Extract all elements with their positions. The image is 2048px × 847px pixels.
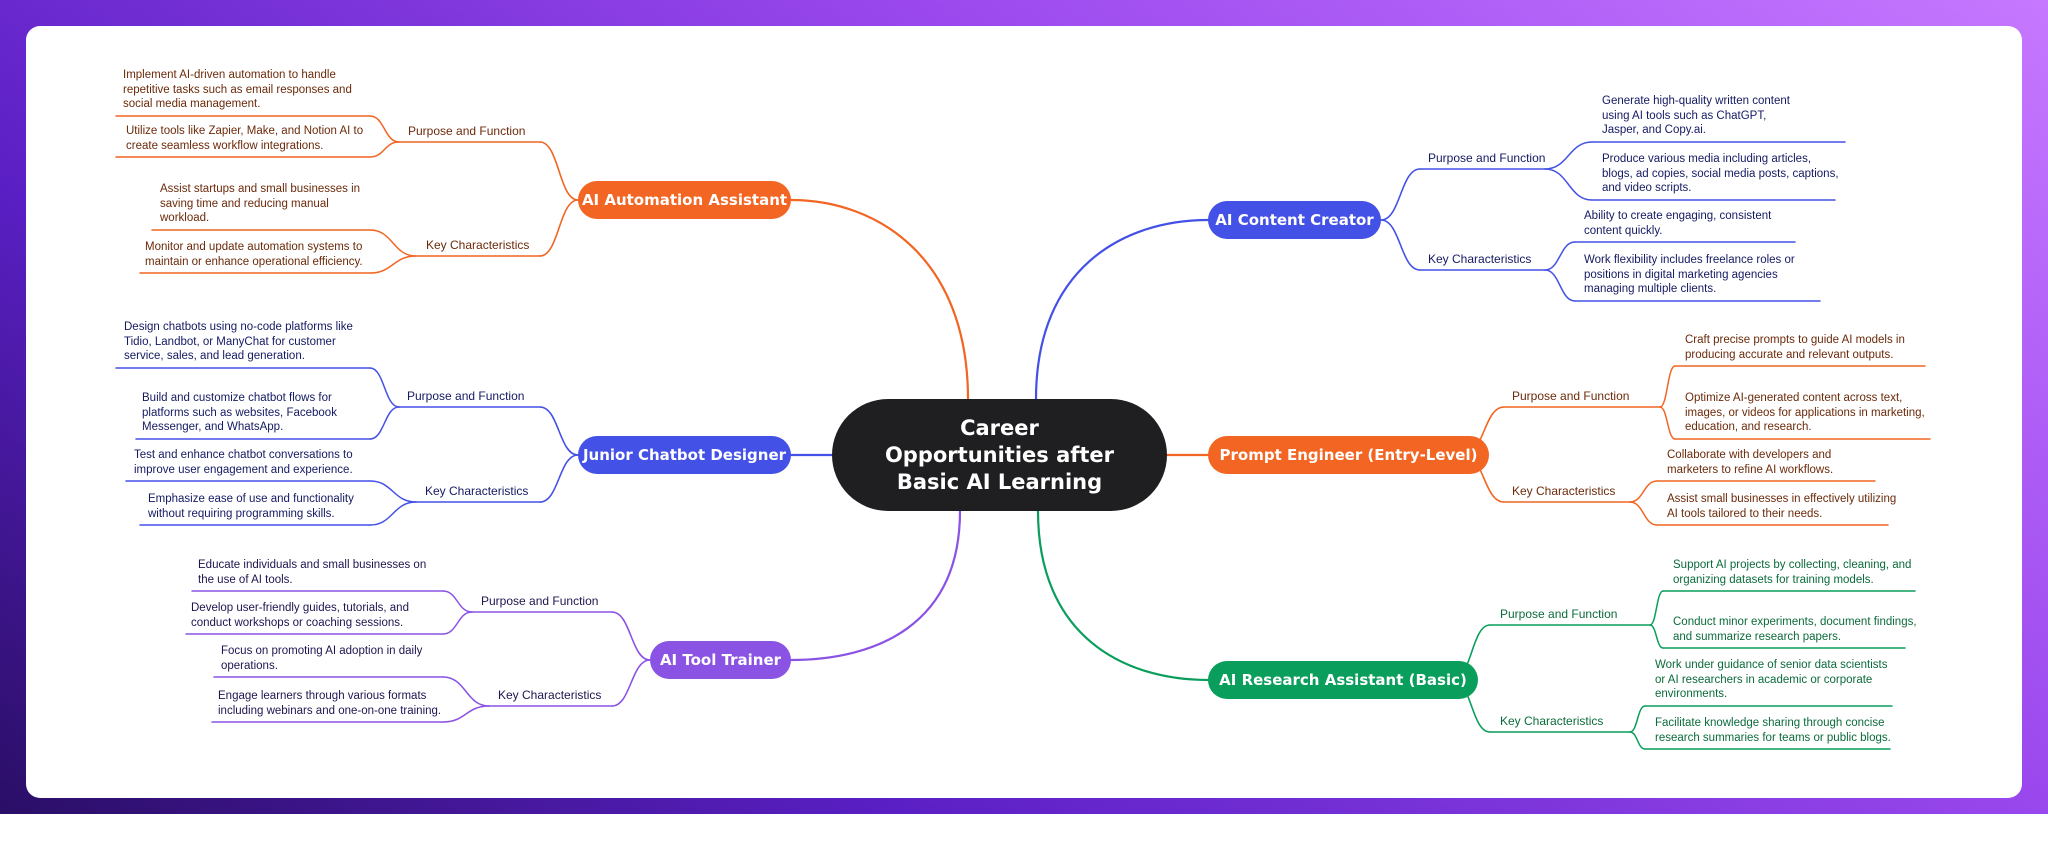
branch-node[interactable]: AI Research Assistant (Basic)	[1208, 661, 1478, 699]
leaf-text: Build and customize chatbot flows for pl…	[142, 392, 337, 433]
leaf-text: Emphasize ease of use and functionality …	[148, 493, 354, 520]
leaf-text: Ability to create engaging, consistent c…	[1584, 210, 1772, 237]
group-label[interactable]: Purpose and Function	[481, 594, 599, 608]
leaf-text: Generate high-quality written content us…	[1602, 95, 1790, 136]
branch-title: Junior Chatbot Designer	[582, 446, 787, 464]
leaf-text: Optimize AI-generated content across tex…	[1685, 392, 1925, 433]
leaf-text: Design chatbots using no-code platforms …	[124, 321, 353, 362]
branch-node[interactable]: Prompt Engineer (Entry-Level)	[1208, 436, 1489, 474]
leaf-text: Produce various media including articles…	[1602, 153, 1839, 194]
group-label[interactable]: Purpose and Function	[1512, 389, 1630, 403]
branch-title: AI Tool Trainer	[659, 651, 782, 669]
leaf-text: Develop user-friendly guides, tutorials,…	[191, 602, 409, 629]
leaf-text: Facilitate knowledge sharing through con…	[1655, 717, 1891, 744]
group-label[interactable]: Key Characteristics	[1512, 484, 1616, 498]
branch-title: AI Research Assistant (Basic)	[1219, 671, 1467, 689]
leaf-text: Assist small businesses in effectively u…	[1667, 493, 1897, 520]
leaf-text: Conduct minor experiments, document find…	[1673, 616, 1917, 643]
group-label[interactable]: Key Characteristics	[498, 688, 602, 702]
branch-title: Prompt Engineer (Entry-Level)	[1219, 446, 1478, 464]
branch-title: AI Content Creator	[1215, 211, 1374, 229]
group-label[interactable]: Purpose and Function	[407, 389, 525, 403]
central-topic-title: Career Opportunities after Basic AI Lear…	[884, 415, 1115, 494]
leaf-text: Work under guidance of senior data scien…	[1655, 659, 1888, 700]
leaf-text: Implement AI-driven automation to handle…	[123, 69, 352, 110]
branch-node[interactable]: AI Content Creator	[1208, 201, 1381, 239]
leaf-text: Utilize tools like Zapier, Make, and Not…	[126, 125, 364, 152]
branch-title: AI Automation Assistant	[581, 191, 788, 209]
leaf-text: Work flexibility includes freelance role…	[1584, 254, 1795, 295]
group-label[interactable]: Key Characteristics	[1500, 714, 1604, 728]
leaf-text: Test and enhance chatbot conversations t…	[134, 449, 353, 476]
group-label[interactable]: Key Characteristics	[425, 484, 529, 498]
group-label[interactable]: Purpose and Function	[1428, 151, 1546, 165]
leaf-text: Craft precise prompts to guide AI models…	[1685, 334, 1905, 361]
group-label[interactable]: Key Characteristics	[1428, 252, 1532, 266]
central-topic[interactable]: Career Opportunities after Basic AI Lear…	[832, 399, 1167, 511]
group-label[interactable]: Key Characteristics	[426, 238, 530, 252]
group-label[interactable]: Purpose and Function	[1500, 607, 1618, 621]
leaf-text: Collaborate with developers and marketer…	[1667, 449, 1834, 476]
branch-node[interactable]: AI Automation Assistant	[578, 181, 791, 219]
branch-node[interactable]: AI Tool Trainer	[650, 641, 791, 679]
leaf-text: Focus on promoting AI adoption in daily …	[221, 645, 423, 672]
leaf-text: Assist startups and small businesses in …	[160, 183, 361, 224]
leaf-text: Engage learners through various formats …	[218, 690, 442, 717]
leaf-text: Educate individuals and small businesses…	[198, 559, 427, 586]
leaf-text: Support AI projects by collecting, clean…	[1673, 559, 1912, 586]
branch-node[interactable]: Junior Chatbot Designer	[578, 436, 791, 474]
group-label[interactable]: Purpose and Function	[408, 124, 526, 138]
leaf-text: Monitor and update automation systems to…	[145, 241, 363, 268]
